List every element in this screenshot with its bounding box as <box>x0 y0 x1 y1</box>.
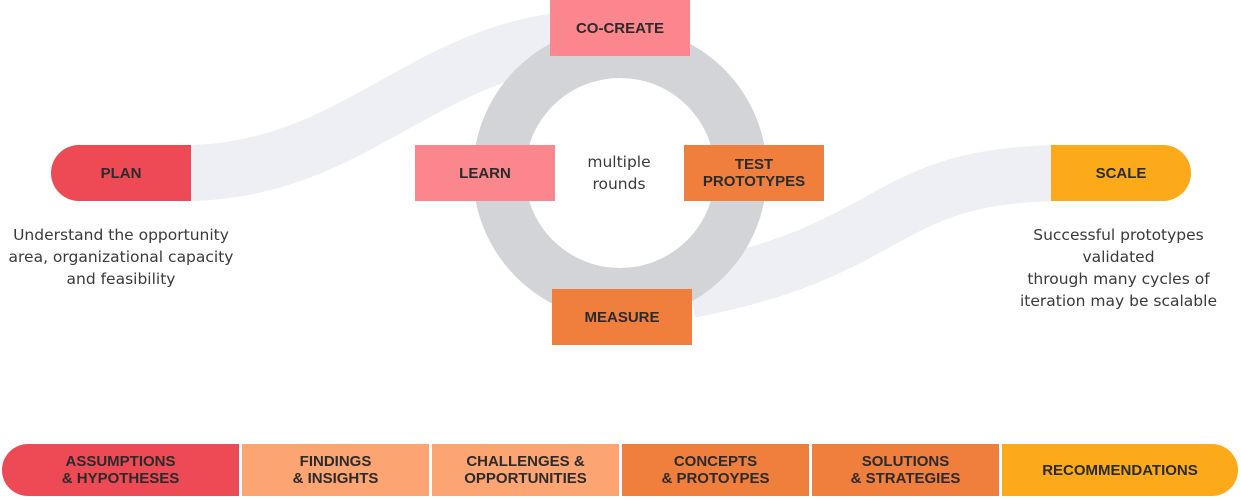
outputs-bar: ASSUMPTIONS & HYPOTHESES FINDINGS & INSI… <box>2 444 1238 496</box>
output-solutions-strategies: SOLUTIONS & STRATEGIES <box>812 444 999 496</box>
cycle-center-text: multiple rounds <box>587 153 651 193</box>
plan-description: Understand the opportunity area, organiz… <box>8 226 234 288</box>
step-test-prototypes: TEST PROTOTYPES <box>684 145 824 201</box>
step-co-create: CO-CREATE <box>550 0 690 56</box>
stage-scale: SCALE <box>1051 145 1191 201</box>
ribbon-cycle-to-scale <box>684 145 1061 318</box>
output-findings-insights: FINDINGS & INSIGHTS <box>242 444 429 496</box>
output-recommendations: RECOMMENDATIONS <box>1002 444 1238 496</box>
scale-description: Successful prototypes validated through … <box>1020 226 1217 310</box>
output-challenges-opportunities: CHALLENGES & OPPORTUNITIES <box>432 444 619 496</box>
step-learn: LEARN <box>415 145 555 201</box>
step-measure: MEASURE <box>552 289 692 345</box>
ribbon-plan-to-cycle <box>189 10 601 201</box>
stage-plan: PLAN <box>51 145 191 201</box>
output-concepts-prototypes: CONCEPTS & PROTOYPES <box>622 444 809 496</box>
output-assumptions-hypotheses: ASSUMPTIONS & HYPOTHESES <box>2 444 239 496</box>
